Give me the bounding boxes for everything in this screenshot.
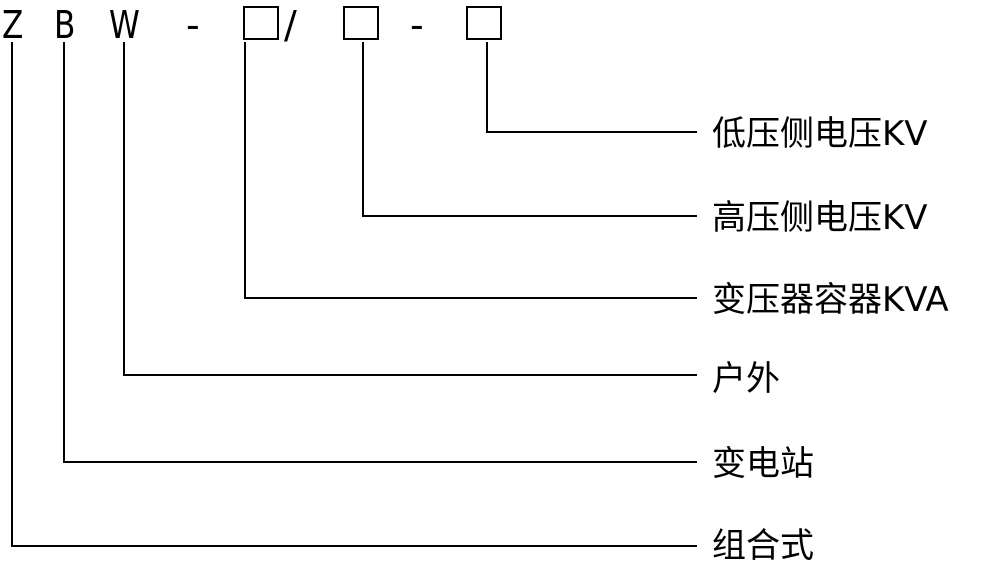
label-outdoor: 户外: [712, 359, 780, 399]
label-combined: 组合式: [712, 526, 814, 566]
code-letter-w: W: [109, 3, 140, 47]
connector-high-voltage: [362, 42, 697, 217]
label-high-voltage: 高压侧电压KV: [712, 198, 928, 238]
low-voltage-placeholder-box: [466, 6, 502, 40]
code-letter-z: Z: [2, 3, 24, 47]
connector-low-voltage: [486, 42, 697, 133]
connector-capacity: [244, 42, 697, 299]
code-slash: /: [284, 3, 297, 47]
connector-substation: [63, 42, 697, 463]
high-voltage-placeholder-box: [343, 6, 379, 40]
code-dash-1: -: [186, 3, 200, 47]
label-capacity: 变压器容器KVA: [712, 280, 949, 320]
connector-outdoor: [123, 42, 697, 376]
code-letter-b: B: [54, 3, 76, 47]
code-dash-2: -: [410, 3, 424, 47]
capacity-placeholder-box: [243, 6, 279, 40]
connector-combined: [11, 42, 697, 547]
label-substation: 变电站: [712, 444, 814, 484]
label-low-voltage: 低压侧电压KV: [712, 114, 928, 154]
